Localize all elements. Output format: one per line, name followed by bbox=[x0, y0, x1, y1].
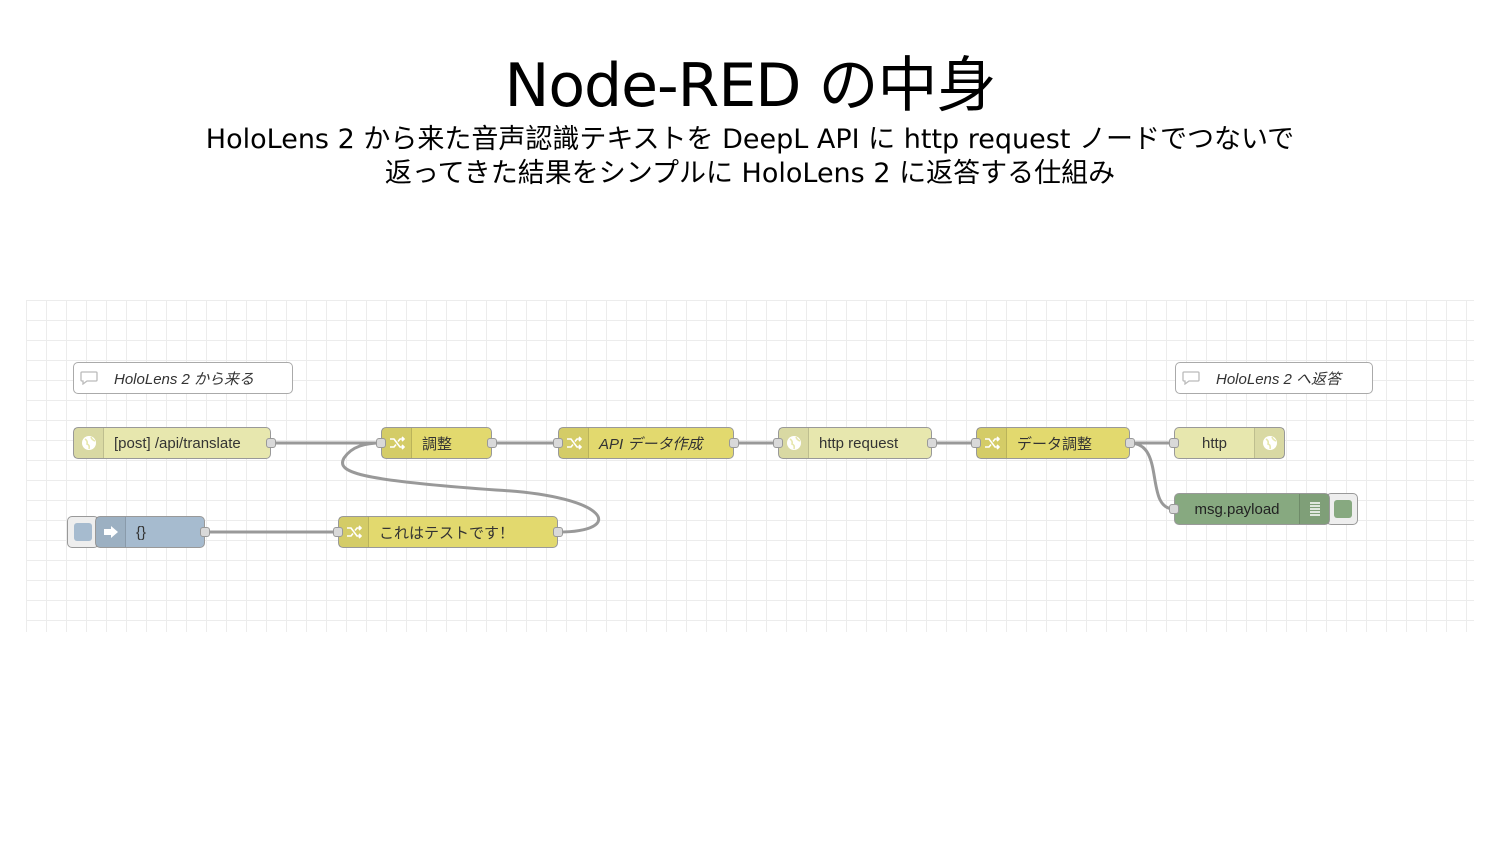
wire-test-to-adjust bbox=[341, 441, 601, 534]
shuffle-icon bbox=[382, 428, 412, 458]
debug-toggle-button[interactable] bbox=[1326, 493, 1358, 525]
wire-data-to-debug bbox=[1129, 441, 1175, 511]
comment-label: HoloLens 2 へ返答 bbox=[1216, 370, 1342, 388]
input-port[interactable] bbox=[553, 438, 563, 448]
output-port[interactable] bbox=[487, 438, 497, 448]
node-label: [post] /api/translate bbox=[114, 434, 241, 452]
input-port[interactable] bbox=[773, 438, 783, 448]
input-port[interactable] bbox=[1169, 438, 1179, 448]
node-red-workspace[interactable]: HoloLens 2 から来る HoloLens 2 へ返答 [post] /a… bbox=[26, 300, 1474, 632]
node-label: {} bbox=[136, 523, 147, 541]
speech-bubble-icon bbox=[74, 363, 104, 393]
slide-subtitle: HoloLens 2 から来た音声認識テキストを DeepL API に htt… bbox=[0, 123, 1500, 191]
globe-icon bbox=[74, 428, 104, 458]
shuffle-icon bbox=[559, 428, 589, 458]
output-port[interactable] bbox=[266, 438, 276, 448]
change-node-data[interactable]: データ調整 bbox=[971, 427, 1135, 459]
globe-icon bbox=[779, 428, 809, 458]
input-port[interactable] bbox=[376, 438, 386, 448]
output-port[interactable] bbox=[927, 438, 937, 448]
debug-node[interactable]: msg.payload bbox=[1169, 493, 1330, 525]
change-node-test[interactable]: これはテストです！ bbox=[333, 516, 563, 548]
slide-title: Node-RED の中身 bbox=[504, 51, 996, 121]
comment-label: HoloLens 2 から来る bbox=[114, 370, 255, 388]
arrow-right-icon bbox=[96, 517, 126, 547]
node-label: API データ作成 bbox=[599, 435, 703, 453]
output-port[interactable] bbox=[553, 527, 563, 537]
output-port[interactable] bbox=[1125, 438, 1135, 448]
output-port[interactable] bbox=[200, 527, 210, 537]
change-node-adjust[interactable]: 調整 bbox=[376, 427, 497, 459]
change-node-api[interactable]: API データ作成 bbox=[553, 427, 739, 459]
globe-icon bbox=[1254, 428, 1284, 458]
shuffle-icon bbox=[339, 517, 369, 547]
comment-node-in[interactable]: HoloLens 2 から来る bbox=[73, 362, 293, 394]
node-label: http bbox=[1201, 434, 1228, 452]
shuffle-icon bbox=[977, 428, 1007, 458]
output-port[interactable] bbox=[729, 438, 739, 448]
node-label: http request bbox=[819, 434, 899, 452]
http-response-node[interactable]: http bbox=[1169, 427, 1285, 459]
node-label: msg.payload bbox=[1194, 500, 1280, 518]
node-label: 調整 bbox=[422, 435, 453, 453]
subtitle-line-2: 返ってきた結果をシンプルに HoloLens 2 に返答する仕組み bbox=[384, 158, 1116, 189]
comment-node-out[interactable]: HoloLens 2 へ返答 bbox=[1175, 362, 1373, 394]
subtitle-line-1: HoloLens 2 から来た音声認識テキストを DeepL API に htt… bbox=[205, 124, 1295, 155]
input-port[interactable] bbox=[971, 438, 981, 448]
inject-trigger-button[interactable] bbox=[67, 516, 99, 548]
list-icon bbox=[1299, 494, 1329, 524]
flow-wires bbox=[205, 441, 1175, 534]
input-port[interactable] bbox=[1169, 504, 1179, 514]
http-in-node[interactable]: [post] /api/translate bbox=[73, 427, 276, 459]
http-request-node[interactable]: http request bbox=[773, 427, 937, 459]
input-port[interactable] bbox=[333, 527, 343, 537]
node-label: これはテストです！ bbox=[379, 524, 515, 542]
speech-bubble-icon bbox=[1176, 363, 1206, 393]
inject-node[interactable]: {} bbox=[95, 516, 210, 548]
node-label: データ調整 bbox=[1017, 435, 1093, 453]
